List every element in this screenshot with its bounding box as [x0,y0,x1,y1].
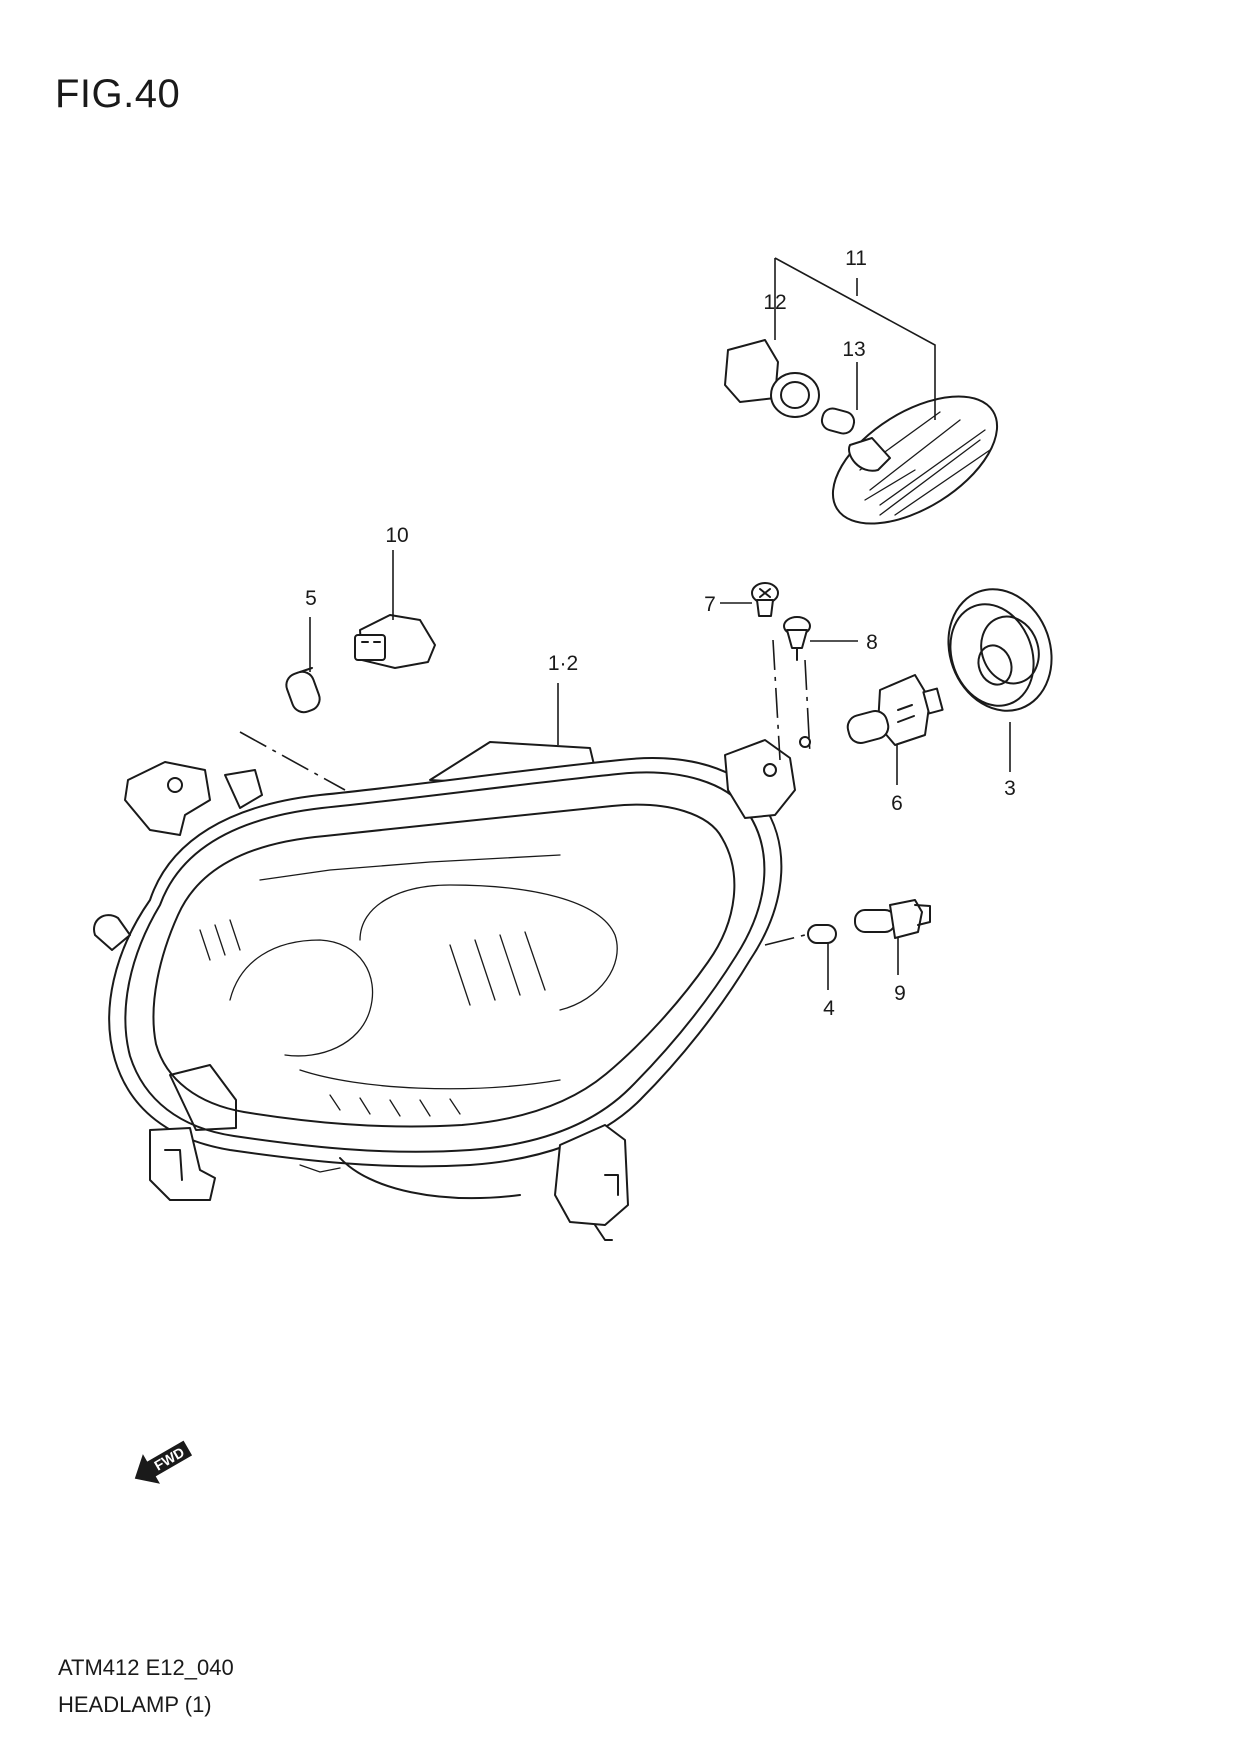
callout-5: 5 [305,587,317,610]
part-13-marker-bulb [820,407,856,435]
callout-9: 9 [894,982,906,1005]
callout-12: 12 [763,291,786,314]
diagram-code: ATM412 E12_040 [58,1655,234,1680]
callout-3: 3 [1004,777,1016,800]
callout-13: 13 [842,338,865,361]
callout-11: 11 [845,247,867,270]
part-7-screw [751,582,779,617]
callout-4: 4 [823,997,835,1020]
part-5-small-bulb [285,667,321,714]
callout-6: 6 [891,792,903,815]
diagram-name: HEADLAMP (1) [58,1692,212,1717]
callout-10: 10 [385,524,408,547]
leader-lines [239,257,1011,990]
part-11-side-marker [831,395,999,525]
part-6-halogen-bulb [846,674,944,746]
headlamp-assembly [93,736,811,1241]
callout-8: 8 [866,631,878,654]
part-12-marker-socket [724,339,820,418]
part-9-bulb-socket [854,899,931,939]
part-4-small-bulb [807,924,837,944]
callout-1-2: 1·2 [548,652,578,675]
part-8-clip [783,616,811,661]
figure-title: FIG.40 [55,72,181,116]
callout-7: 7 [704,593,716,616]
part-3-socket-cover [947,588,1053,712]
part-10-socket [354,614,436,669]
forward-direction-icon: FWD [134,1440,193,1484]
